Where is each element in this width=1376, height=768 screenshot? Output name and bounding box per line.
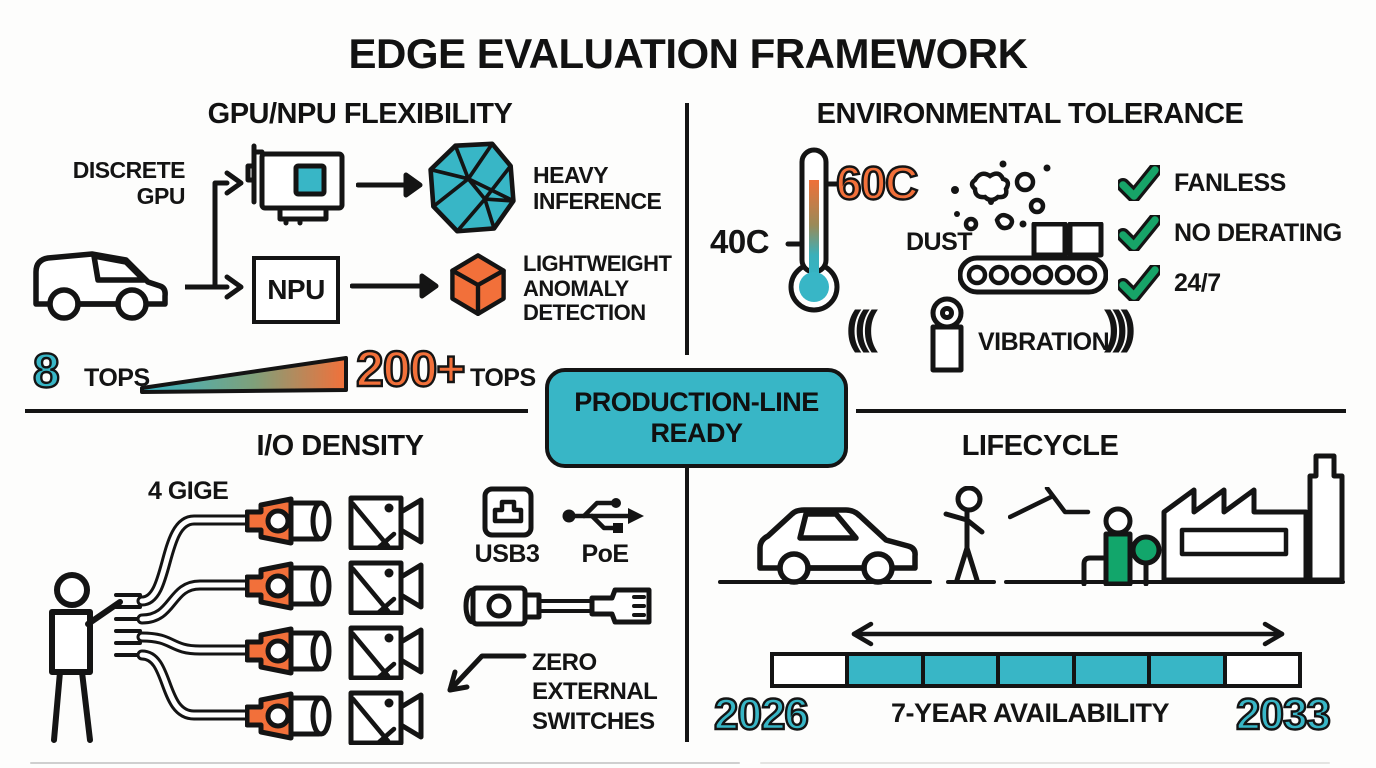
sketch-baseline — [760, 762, 1330, 764]
usb3-label: USB3 — [474, 540, 540, 568]
bar-segment — [920, 656, 997, 684]
factory-icon — [1161, 453, 1345, 583]
lifecycle-heading: LIFECYCLE — [961, 430, 1119, 462]
timeline-arrow — [851, 621, 1285, 647]
bar-segment — [1222, 656, 1298, 684]
vibration-motor-icon — [930, 296, 964, 373]
bar-segment — [845, 656, 921, 684]
cable-fanout — [114, 514, 248, 721]
io-heading: I/O DENSITY — [256, 430, 424, 462]
npu-box: NPU — [252, 256, 340, 324]
divider-horizontal-left — [25, 409, 528, 413]
bar-segment — [1147, 656, 1223, 684]
conveyor-icon — [958, 222, 1108, 295]
gpu-npu-heading: GPU/NPU FLEXIBILITY — [207, 98, 513, 130]
gpu-card-icon — [245, 143, 345, 226]
ethernet-port-icon — [482, 486, 534, 538]
lightweight-anomaly-label: LIGHTWEIGHT ANOMALY DETECTION — [523, 251, 672, 326]
ground-line — [718, 580, 932, 584]
vibration-label: VIBRATION — [978, 328, 1110, 356]
dust-label: DUST — [906, 228, 973, 256]
gige-label: 4 GIGE — [148, 477, 229, 505]
vibration-waves-left-icon: ((( — [846, 301, 878, 353]
anomaly-cube-icon — [450, 253, 506, 316]
gige-connector-icon — [245, 691, 332, 741]
tops-min-value: 8 — [32, 344, 61, 399]
tops-max-unit: TOPS — [470, 364, 536, 392]
tops-wedge — [140, 356, 348, 394]
zero-switches-label: ZERO EXTERNAL SWITCHES — [532, 649, 658, 735]
bar-segment — [774, 656, 845, 684]
availability-bar — [770, 652, 1302, 688]
vibration-waves-right-icon: ))) — [1104, 301, 1136, 353]
temp-high-label: 60C — [835, 156, 920, 210]
vehicle-icon — [757, 507, 918, 585]
heavy-inference-label: HEAVY INFERENCE — [533, 162, 662, 214]
production-ready-badge: PRODUCTION-LINE READY — [545, 368, 848, 468]
ground-line — [946, 580, 996, 584]
tops-max-value: 200+ — [355, 340, 467, 398]
checkmark-icon — [1118, 265, 1160, 301]
discrete-gpu-label: DISCRETE GPU — [72, 157, 186, 209]
start-year-label: 2026 — [713, 689, 810, 740]
checkmark-icon — [1118, 215, 1160, 251]
check-label: 24/7 — [1174, 268, 1221, 297]
environment-heading: ENVIRONMENTAL TOLERANCE — [816, 98, 1244, 130]
vehicle-icon — [33, 251, 168, 321]
gige-connector-icon — [245, 561, 332, 611]
check-label: FANLESS — [1174, 168, 1286, 197]
camera-icon — [348, 690, 424, 745]
bar-segment — [1071, 656, 1148, 684]
camera-icon — [348, 560, 424, 615]
check-row-no-derating: NO DERATING — [1118, 215, 1342, 251]
check-row-fanless: FANLESS — [1118, 165, 1286, 201]
heavy-inference-mesh-icon — [428, 141, 516, 234]
check-label: NO DERATING — [1174, 218, 1342, 247]
camera-icon — [348, 495, 424, 550]
drone-sketch-icon — [1008, 487, 1091, 520]
availability-label: 7-YEAR AVAILABILITY — [890, 698, 1170, 728]
person-icon — [943, 486, 985, 583]
dust-particles-icon — [951, 160, 1051, 232]
tops-min-unit: TOPS — [84, 364, 150, 392]
arrow-icon — [356, 172, 423, 198]
poe-label: PoE — [581, 540, 629, 568]
temp-low-label: 40C — [710, 223, 770, 260]
divider-vertical-bottom — [685, 468, 689, 742]
end-year-label: 2033 — [1235, 689, 1332, 740]
usb-poe-icon — [562, 498, 644, 533]
camera-icon — [348, 625, 424, 680]
elbow-arrow-icon — [447, 653, 527, 693]
gige-connector-icon — [245, 496, 332, 546]
person-pointing-icon — [49, 572, 123, 743]
thermometer-icon — [785, 147, 843, 313]
checkmark-icon — [1118, 165, 1160, 201]
arrow-icon — [350, 273, 439, 299]
sketch-baseline — [30, 762, 740, 764]
gige-connector-icon — [245, 626, 332, 676]
worker-and-plant-icon — [1081, 506, 1162, 586]
divider-horizontal-right — [856, 409, 1346, 413]
divider-vertical-top — [685, 103, 689, 355]
check-row-24-7: 24/7 — [1118, 265, 1221, 301]
bar-segment — [996, 656, 1072, 684]
page-title: EDGE EVALUATION FRAMEWORK — [348, 30, 1028, 77]
badge-line-1: PRODUCTION-LINE — [574, 386, 819, 417]
badge-line-2: READY — [650, 418, 743, 448]
cable-icon — [463, 585, 652, 627]
branch-arrows — [185, 170, 244, 300]
